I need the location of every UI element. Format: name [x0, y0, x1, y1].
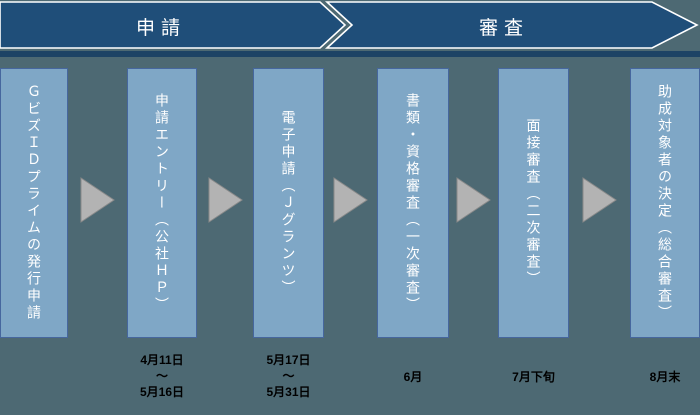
schedule-grantee-decision: 8月末	[649, 370, 681, 384]
step-label: 書類・資格審査（一次審査）	[405, 92, 421, 314]
arrow-right-icon	[582, 177, 617, 223]
schedule-interview-screening: 7月下旬	[512, 370, 555, 384]
schedule-application-entry: 4月11日 ～ 5月16日	[139, 353, 185, 400]
step-electronic-application: 電子申請（Ｊグランツ）	[253, 68, 324, 338]
step-label: 電子申請（Ｊグランツ）	[280, 109, 297, 297]
arrow-right-icon	[333, 177, 368, 223]
banner-underbar	[0, 51, 700, 57]
step-label: 面接審査（二次審査）	[525, 118, 542, 288]
step-application-entry: 申請エントリー（公社ＨＰ）	[127, 68, 197, 338]
step-document-screening: 書類・資格審査（一次審査）	[377, 68, 449, 338]
step-grantee-decision: 助成対象者の決定（総合審査）	[630, 68, 700, 338]
phase-banner	[0, 1, 700, 57]
step-label: 申請エントリー（公社ＨＰ）	[154, 92, 170, 314]
step-interview-screening: 面接審査（二次審査）	[498, 68, 569, 338]
step-label: 助成対象者の決定（総合審査）	[657, 84, 673, 322]
phase-label-review: 審査	[478, 17, 529, 39]
review-phase-chevron	[324, 1, 699, 49]
step-gbizid-issuance: ＧビズＩＤプライムの発行申請	[0, 68, 68, 338]
phase-label-application: 申請	[135, 17, 186, 39]
schedule-document-screening: 6月	[403, 370, 423, 384]
arrow-right-icon	[208, 177, 243, 223]
arrow-right-icon	[456, 177, 491, 223]
arrow-right-icon	[80, 177, 115, 223]
step-label: ＧビズＩＤプライムの発行申請	[26, 84, 42, 322]
application-phase-chevron	[0, 1, 347, 49]
schedule-electronic-application: 5月17日 ～ 5月31日	[266, 353, 311, 400]
